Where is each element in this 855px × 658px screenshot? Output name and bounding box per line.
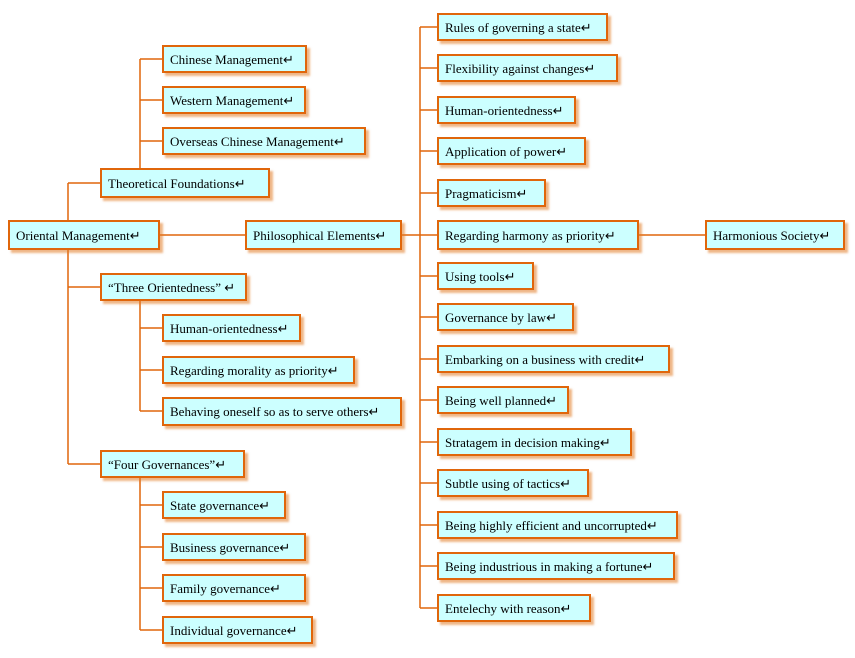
node-behaving-oneself: Behaving oneself so as to serve others↵ [162,397,402,426]
node-using-tools: Using tools↵ [437,262,534,290]
node-philosophical-elements: Philosophical Elements↵ [245,220,402,250]
node-western-management: Western Management↵ [162,86,306,114]
node-harmonious-society: Harmonious Society↵ [705,220,845,250]
node-regarding-morality: Regarding morality as priority↵ [162,356,355,384]
node-individual-governance: Individual governance↵ [162,616,313,644]
node-entelechy: Entelechy with reason↵ [437,594,591,622]
node-well-planned: Being well planned↵ [437,386,569,414]
node-four-governances: “Four Governances”↵ [100,450,245,478]
node-pragmaticism: Pragmaticism↵ [437,179,546,207]
node-human-orientedness-right: Human-orientedness↵ [437,96,576,124]
node-oriental-management: Oriental Management↵ [8,220,160,250]
node-human-orientedness-left: Human-orientedness↵ [162,314,301,342]
node-governance-by-law: Governance by law↵ [437,303,574,331]
node-overseas-chinese-management: Overseas Chinese Management↵ [162,127,366,155]
node-efficient-uncorrupted: Being highly efficient and uncorrupted↵ [437,511,678,539]
node-industrious-fortune: Being industrious in making a fortune↵ [437,552,675,580]
node-flexibility: Flexibility against changes↵ [437,54,618,82]
node-subtle-tactics: Subtle using of tactics↵ [437,469,589,497]
node-state-governance: State governance↵ [162,491,286,519]
node-harmony-priority: Regarding harmony as priority↵ [437,220,639,250]
node-embarking-credit: Embarking on a business with credit↵ [437,345,670,373]
node-family-governance: Family governance↵ [162,574,306,602]
node-rules-of-governing: Rules of governing a state↵ [437,13,608,41]
node-application-of-power: Application of power↵ [437,137,586,165]
node-chinese-management: Chinese Management↵ [162,45,307,73]
node-theoretical-foundations: Theoretical Foundations↵ [100,168,270,198]
node-three-orientedness: “Three Orientedness” ↵ [100,273,247,301]
node-business-governance: Business governance↵ [162,533,306,561]
node-stratagem: Stratagem in decision making↵ [437,428,632,456]
